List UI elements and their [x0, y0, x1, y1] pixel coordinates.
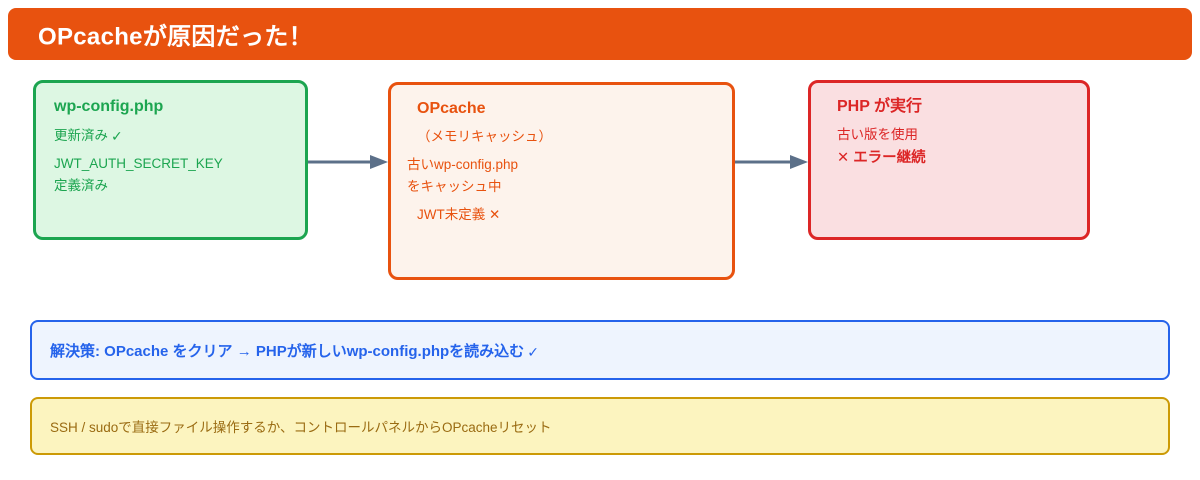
flow-box-wp-config-title: wp-config.php: [54, 98, 164, 115]
flow-box-opcache-title: OPcache: [417, 100, 486, 117]
callout-solution-text: 解決策: OPcache をクリア → PHPが新しいwp-config.php…: [32, 340, 539, 361]
flow-box-wp-config-line-updated-text: 更新済み: [54, 128, 108, 144]
flow-box-opcache-line-subtitle: （メモリキャッシュ）: [417, 129, 552, 145]
flow-box-wp-config: wp-config.php 更新済み✓ JWT_AUTH_SECRET_KEY …: [33, 80, 308, 240]
flow-box-wp-config-line-defined: 定義済み: [54, 177, 108, 193]
arrow-right-icon-2: [735, 152, 810, 172]
flow-box-php-exec-line-error: ✕ エラー継続: [837, 149, 1069, 167]
arrow-right-icon-1: [308, 152, 390, 172]
flow-box-opcache-line-jwt: JWT未定義 ✕: [417, 207, 714, 224]
flow-box-wp-config-line-key: JWT_AUTH_SECRET_KEY: [54, 156, 223, 172]
check-icon: ✓: [527, 343, 539, 360]
callout-solution: 解決策: OPcache をクリア → PHPが新しいwp-config.php…: [30, 320, 1170, 380]
flow-box-php-exec-content: PHP が実行 古い版を使用 ✕ エラー継続: [811, 83, 1087, 178]
cross-icon: ✕: [837, 150, 850, 167]
callout-howto: SSH / sudoで直接ファイル操作するか、コントロールパネルからOPcach…: [30, 397, 1170, 455]
cross-icon: ✕: [489, 206, 501, 222]
check-icon: ✓: [111, 128, 123, 145]
callout-howto-text: SSH / sudoで直接ファイル操作するか、コントロールパネルからOPcach…: [50, 420, 552, 435]
flow-box-php-exec-line-old-version: 古い版を使用: [837, 127, 918, 143]
header-banner: OPcacheが原因だった！: [8, 8, 1192, 60]
flow-box-wp-config-content: wp-config.php 更新済み✓ JWT_AUTH_SECRET_KEY …: [36, 83, 305, 206]
callout-solution-label: 解決策: OPcache をクリア → PHPが新しいwp-config.php…: [50, 342, 525, 360]
flow-box-wp-config-line-updated: 更新済み✓: [54, 127, 287, 145]
flow-box-opcache-line-jwt-text: JWT未定義: [417, 206, 486, 222]
flow-box-opcache: OPcache （メモリキャッシュ） 古いwp-config.php をキャッシ…: [388, 82, 735, 280]
flow-box-php-exec-line-error-text: エラー継続: [853, 150, 926, 167]
flow-box-opcache-line-cached-file: 古いwp-config.php: [407, 157, 519, 173]
flow-box-opcache-content: OPcache （メモリキャッシュ） 古いwp-config.php をキャッシ…: [391, 85, 732, 235]
flow-box-php-exec: PHP が実行 古い版を使用 ✕ エラー継続: [808, 80, 1090, 240]
flow-box-php-exec-title: PHP が実行: [837, 98, 923, 115]
flow-box-opcache-line-caching: をキャッシュ中: [407, 178, 502, 194]
page-title: OPcacheが原因だった！: [38, 23, 313, 51]
